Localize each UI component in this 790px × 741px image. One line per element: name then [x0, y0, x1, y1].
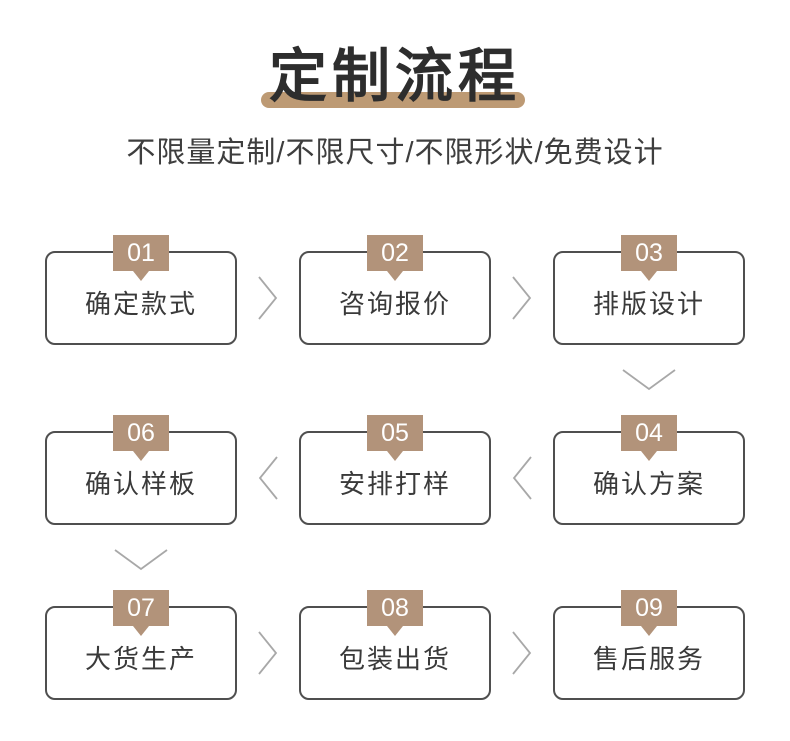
- step-card-07: 07 大货生产: [45, 589, 237, 700]
- step-number-badge: 03: [621, 234, 677, 271]
- step-card-02: 02 咨询报价: [299, 234, 491, 345]
- step-label: 安排打样: [338, 469, 451, 500]
- flow-row-2: 06 确认样板 05 安排打样 04 确认方案: [45, 414, 745, 525]
- chevron-left-icon: [512, 456, 532, 500]
- chevron-right-icon: [258, 276, 278, 320]
- chevron-right-icon: [258, 631, 278, 675]
- chevron-down-icon: [622, 368, 676, 390]
- step-card-09: 09 售后服务: [553, 589, 745, 700]
- title-highlight-bar: [260, 91, 525, 108]
- step-number-badge: 08: [367, 589, 423, 626]
- chevron-down-icon: [114, 548, 168, 570]
- step-card-05: 05 安排打样: [299, 414, 491, 525]
- step-number-badge: 01: [113, 234, 169, 271]
- process-flow: 01 确定款式 02 咨询报价 03 排版设计: [45, 234, 745, 700]
- step-number-badge: 07: [113, 589, 169, 626]
- step-number-badge: 06: [113, 414, 169, 451]
- step-label: 确认样板: [84, 469, 197, 500]
- step-number-badge: 02: [367, 234, 423, 271]
- page-title-wrap: 定制流程: [260, 42, 525, 112]
- step-card-06: 06 确认样板: [45, 414, 237, 525]
- step-label: 确定款式: [84, 289, 197, 320]
- step-label: 包装出货: [338, 644, 451, 675]
- header: 定制流程 不限量定制/不限尺寸/不限形状/免费设计: [0, 0, 790, 171]
- chevron-right-icon: [512, 276, 532, 320]
- page-subtitle: 不限量定制/不限尺寸/不限形状/免费设计: [126, 136, 664, 169]
- chevron-right-icon: [512, 631, 532, 675]
- step-card-01: 01 确定款式: [45, 234, 237, 345]
- step-label: 排版设计: [592, 289, 705, 320]
- flow-row-3: 07 大货生产 08 包装出货 09 售后服务: [45, 589, 745, 700]
- chevron-left-icon: [258, 456, 278, 500]
- step-card-04: 04 确认方案: [553, 414, 745, 525]
- step-card-03: 03 排版设计: [553, 234, 745, 345]
- step-number-badge: 09: [621, 589, 677, 626]
- page-title: 定制流程: [268, 44, 521, 109]
- step-label: 确认方案: [592, 469, 705, 500]
- step-label: 售后服务: [592, 644, 705, 675]
- step-number-badge: 04: [621, 414, 677, 451]
- step-label: 咨询报价: [338, 289, 451, 320]
- connector-row-1: [45, 345, 745, 431]
- connector-row-2: [45, 525, 745, 606]
- flow-row-1: 01 确定款式 02 咨询报价 03 排版设计: [45, 234, 745, 345]
- step-card-08: 08 包装出货: [299, 589, 491, 700]
- step-number-badge: 05: [367, 414, 423, 451]
- step-label: 大货生产: [84, 644, 197, 675]
